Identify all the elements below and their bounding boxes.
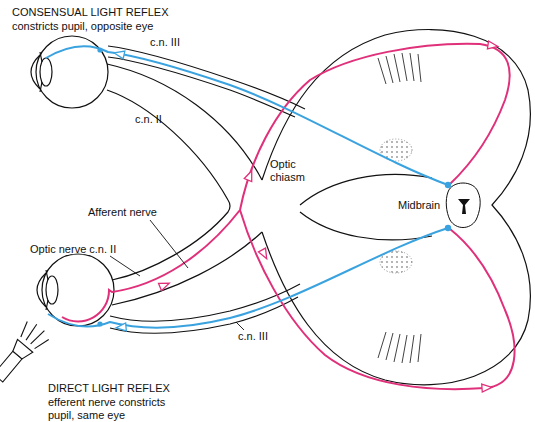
hatch-line [410,53,414,81]
iris [46,270,48,280]
arrowhead [482,383,493,392]
nerve-outline [110,284,300,321]
reflex-heading: CONSENSUAL LIGHT REFLEX [12,6,169,19]
efferent-pathway [46,46,448,327]
nucleus-dot [445,225,451,231]
nerve-label: Afferent nerve [88,206,157,219]
nucleus-dot [445,182,451,188]
efferent-fiber [48,228,448,328]
leader-line [236,322,244,330]
iris [40,82,42,92]
nerve-label: c.n. III [238,330,268,343]
hatch-line [410,335,414,363]
cornea [37,273,46,307]
arrowhead [487,41,498,50]
iris [46,300,48,310]
ganglion-dot [97,321,102,326]
hatch-line [378,58,386,84]
afferent-pathway [62,44,515,389]
hatch-line [402,335,407,363]
lobe-boundary [300,212,432,240]
oculomotor-nerves [108,46,305,333]
afferent-fiber [240,44,510,210]
flashlight-head [10,339,33,361]
reflex-note: efferent nerve constricts pupil, same ey… [48,396,178,422]
arrowhead [116,323,127,332]
lens [46,276,58,304]
optic-nerve-outline [112,232,262,305]
arrowheads [113,41,498,392]
leader-line [150,220,188,268]
reflex-heading: DIRECT LIGHT REFLEX [48,382,170,395]
leader-lines [110,220,244,330]
nerve-label: Optic nerve c.n. II [30,243,116,256]
light-ray [25,324,39,340]
nucleus-dots [97,47,451,326]
light-ray [17,322,31,337]
hatch-line [386,56,393,83]
hatch-line [378,332,386,358]
cornea [31,55,40,89]
arrowhead [113,49,124,59]
reflex-note: constricts pupil, opposite eye [12,20,153,33]
afferent-fiber [62,210,240,321]
light-ray [35,336,49,351]
flashlight [0,318,51,387]
optic-nerve-outline [107,90,230,280]
arrowhead [159,280,171,291]
midbrain-section [446,183,480,228]
hatch-line [418,54,421,82]
light-ray [31,329,45,345]
lens [40,58,52,86]
ganglion-dot [97,47,102,52]
iris [40,52,42,62]
structure-label: Optic chiasm [270,158,312,184]
hatch-line [394,334,400,362]
aqueduct [458,199,470,214]
nerve-label: c.n. II [135,113,162,126]
hatch-line [386,333,393,360]
eyeball [42,254,114,326]
nerve-outline [108,57,295,117]
nerve-label: c.n. III [150,36,180,49]
structure-label: Midbrain [398,199,440,212]
hatch-line [394,54,400,82]
hatch-line [418,334,421,362]
efferent-fiber [46,46,448,185]
arrowhead [244,169,255,181]
hatch-line [402,53,407,81]
leader-line [110,256,140,276]
arrowhead [258,248,270,261]
optic-nerves [107,64,262,305]
